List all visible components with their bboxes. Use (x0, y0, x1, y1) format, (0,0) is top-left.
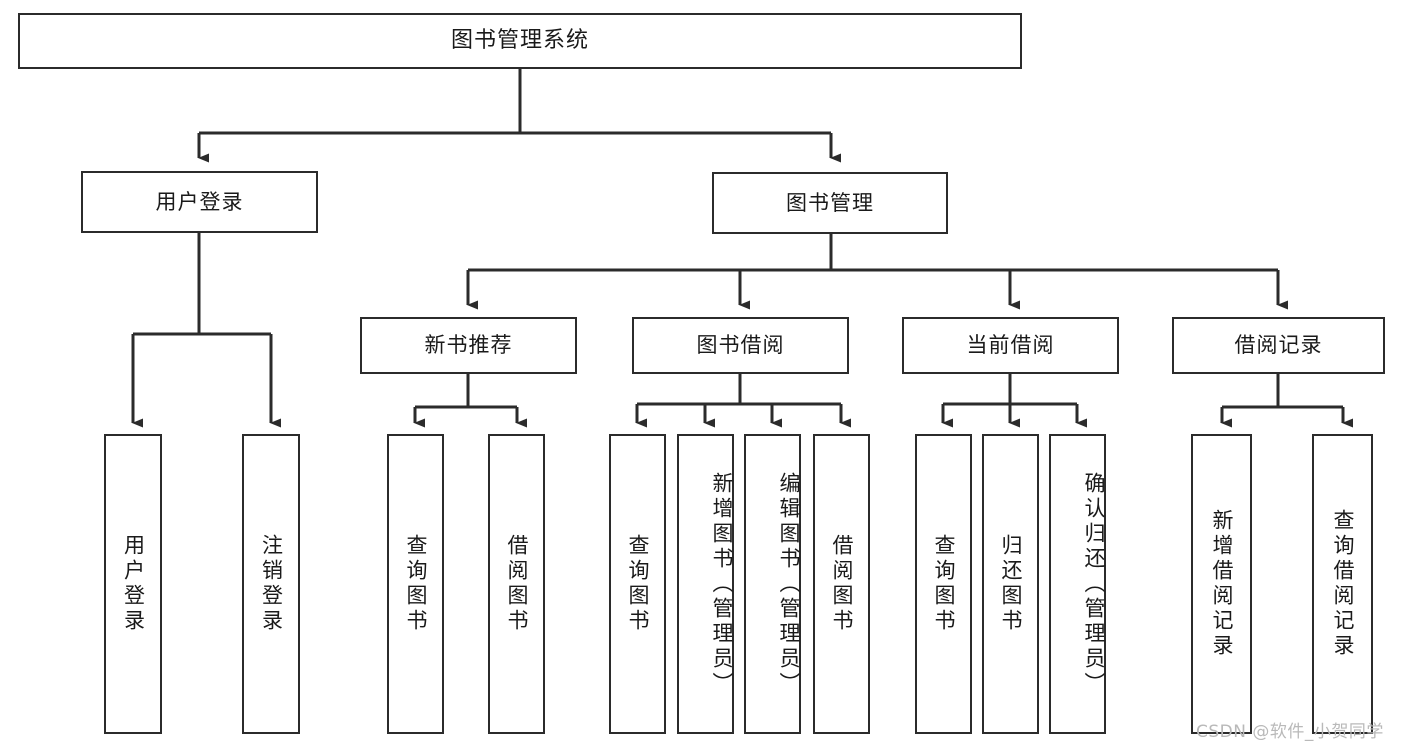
node-leaf-borrow-book-2-label: 借阅图书 (830, 534, 854, 634)
node-new-book-recommend[interactable]: 新书推荐 (360, 317, 577, 374)
node-leaf-borrow-book-1[interactable]: 借阅图书 (488, 434, 545, 734)
node-leaf-return-book-label: 归还图书 (999, 534, 1023, 634)
node-leaf-borrow-book-1-label: 借阅图书 (505, 534, 529, 634)
node-leaf-query-record[interactable]: 查询借阅记录 (1312, 434, 1373, 734)
node-leaf-query-record-label: 查询借阅记录 (1331, 509, 1355, 659)
node-leaf-add-book[interactable]: 新增图书（管理员） (677, 434, 734, 734)
node-book-borrow[interactable]: 图书借阅 (632, 317, 849, 374)
node-leaf-query-book-2[interactable]: 查询图书 (609, 434, 666, 734)
node-leaf-confirm-return-label: 确认归还（管理员） (1082, 471, 1106, 697)
node-borrow-record-label: 借阅记录 (1234, 333, 1323, 357)
node-leaf-query-book-3[interactable]: 查询图书 (915, 434, 972, 734)
node-leaf-confirm-return[interactable]: 确认归还（管理员） (1049, 434, 1106, 734)
watermark: CSDN @软件_小贺同学 (1196, 722, 1384, 742)
node-leaf-edit-book-label: 编辑图书（管理员） (777, 471, 801, 697)
node-borrow-record[interactable]: 借阅记录 (1172, 317, 1385, 374)
node-leaf-edit-book[interactable]: 编辑图书（管理员） (744, 434, 801, 734)
node-book-borrow-label: 图书借阅 (696, 333, 785, 357)
node-root[interactable]: 图书管理系统 (18, 13, 1022, 69)
node-user-login[interactable]: 用户登录 (81, 171, 318, 233)
node-leaf-user-login[interactable]: 用户登录 (104, 434, 162, 734)
node-leaf-add-book-label: 新增图书（管理员） (710, 471, 734, 697)
node-leaf-query-book-3-label: 查询图书 (932, 534, 956, 634)
node-book-manage-label: 图书管理 (786, 190, 874, 215)
node-leaf-user-logout-label: 注销登录 (259, 534, 284, 634)
node-user-login-label: 用户登录 (155, 189, 244, 214)
node-leaf-add-record-label: 新增借阅记录 (1210, 509, 1234, 659)
node-leaf-add-record[interactable]: 新增借阅记录 (1191, 434, 1252, 734)
node-leaf-borrow-book-2[interactable]: 借阅图书 (813, 434, 870, 734)
node-leaf-query-book-2-label: 查询图书 (626, 534, 650, 634)
node-book-manage[interactable]: 图书管理 (712, 172, 948, 234)
node-leaf-query-book-1[interactable]: 查询图书 (387, 434, 444, 734)
node-leaf-return-book[interactable]: 归还图书 (982, 434, 1039, 734)
node-root-label: 图书管理系统 (450, 28, 589, 53)
node-current-borrow-label: 当前借阅 (966, 333, 1055, 357)
node-leaf-user-login-label: 用户登录 (121, 534, 146, 634)
node-new-book-recommend-label: 新书推荐 (424, 333, 513, 357)
node-leaf-user-logout[interactable]: 注销登录 (242, 434, 300, 734)
node-leaf-query-book-1-label: 查询图书 (404, 534, 428, 634)
node-current-borrow[interactable]: 当前借阅 (902, 317, 1119, 374)
